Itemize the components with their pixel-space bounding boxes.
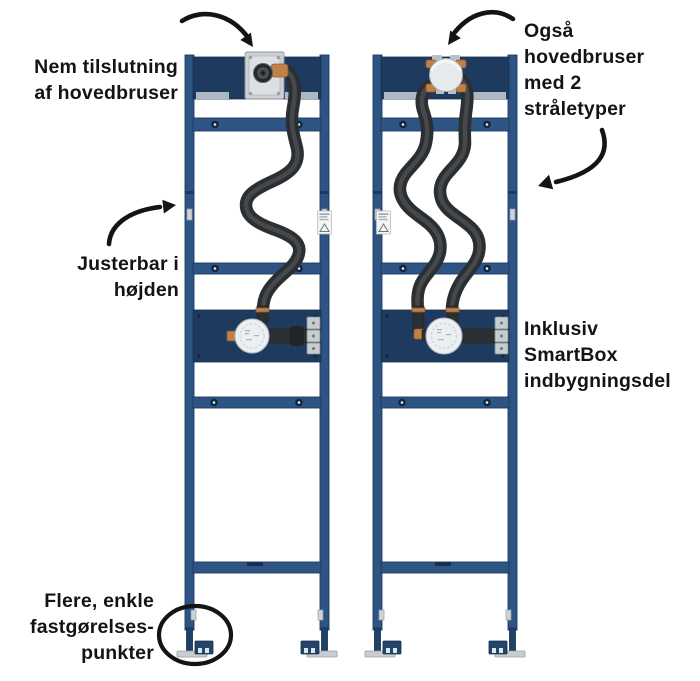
curved-arrow-icon-mid-right [538, 127, 607, 190]
annotation-easy-connection: Nem tilslutning af hovedbruser [34, 54, 178, 106]
annotation-height-adjustable: Justerbar i højden [77, 251, 179, 303]
warning-label-icon [376, 210, 391, 235]
annotation-line: Også [524, 20, 574, 42]
annotation-line: fastgørelses- [30, 616, 154, 638]
shower-frame-right [364, 54, 526, 658]
annotation-graphics [106, 10, 607, 667]
curved-arrow-icon-top-left [179, 11, 253, 47]
head-shower-connection-left [244, 51, 289, 100]
annotation-line: SmartBox [524, 344, 618, 366]
highlight-ellipse-icon [156, 603, 234, 667]
annotation-line: indbygningsdel [524, 370, 671, 392]
shower-frame-left [176, 51, 338, 658]
curved-arrow-icon-top-right [448, 10, 516, 45]
annotation-line: af hovedbruser [34, 82, 178, 104]
warning-label-icon [317, 210, 332, 235]
annotation-line: hovedbruser [524, 46, 645, 68]
annotation-line: Nem tilslutning [34, 56, 178, 78]
annotation-line: stråletyper [524, 98, 626, 120]
rail-fittings-left [306, 316, 321, 355]
annotation-line: punkter [81, 642, 154, 664]
annotation-line: med 2 [524, 72, 582, 94]
annotation-line: højden [113, 279, 179, 301]
smartbox-unit-left [226, 305, 321, 355]
rail-fittings-right [494, 316, 509, 355]
annotation-line: Justerbar i [77, 253, 179, 275]
head-shower-connection-right [425, 55, 467, 94]
annotation-dual-spray: Også hovedbruser med 2 stråletyper [524, 18, 644, 122]
smartbox-unit-right [411, 305, 509, 355]
annotation-smartbox: Inklusiv SmartBox indbygningsdel [524, 316, 671, 394]
annotation-line: Inklusiv [524, 318, 599, 340]
curved-arrow-icon-mid-left [106, 199, 176, 247]
annotation-line: Flere, enkle [44, 590, 154, 612]
shower-hoses-right [393, 72, 486, 317]
annotation-fixing-points: Flere, enkle fastgørelses- punkter [30, 588, 154, 666]
shower-hose-left [239, 64, 306, 317]
